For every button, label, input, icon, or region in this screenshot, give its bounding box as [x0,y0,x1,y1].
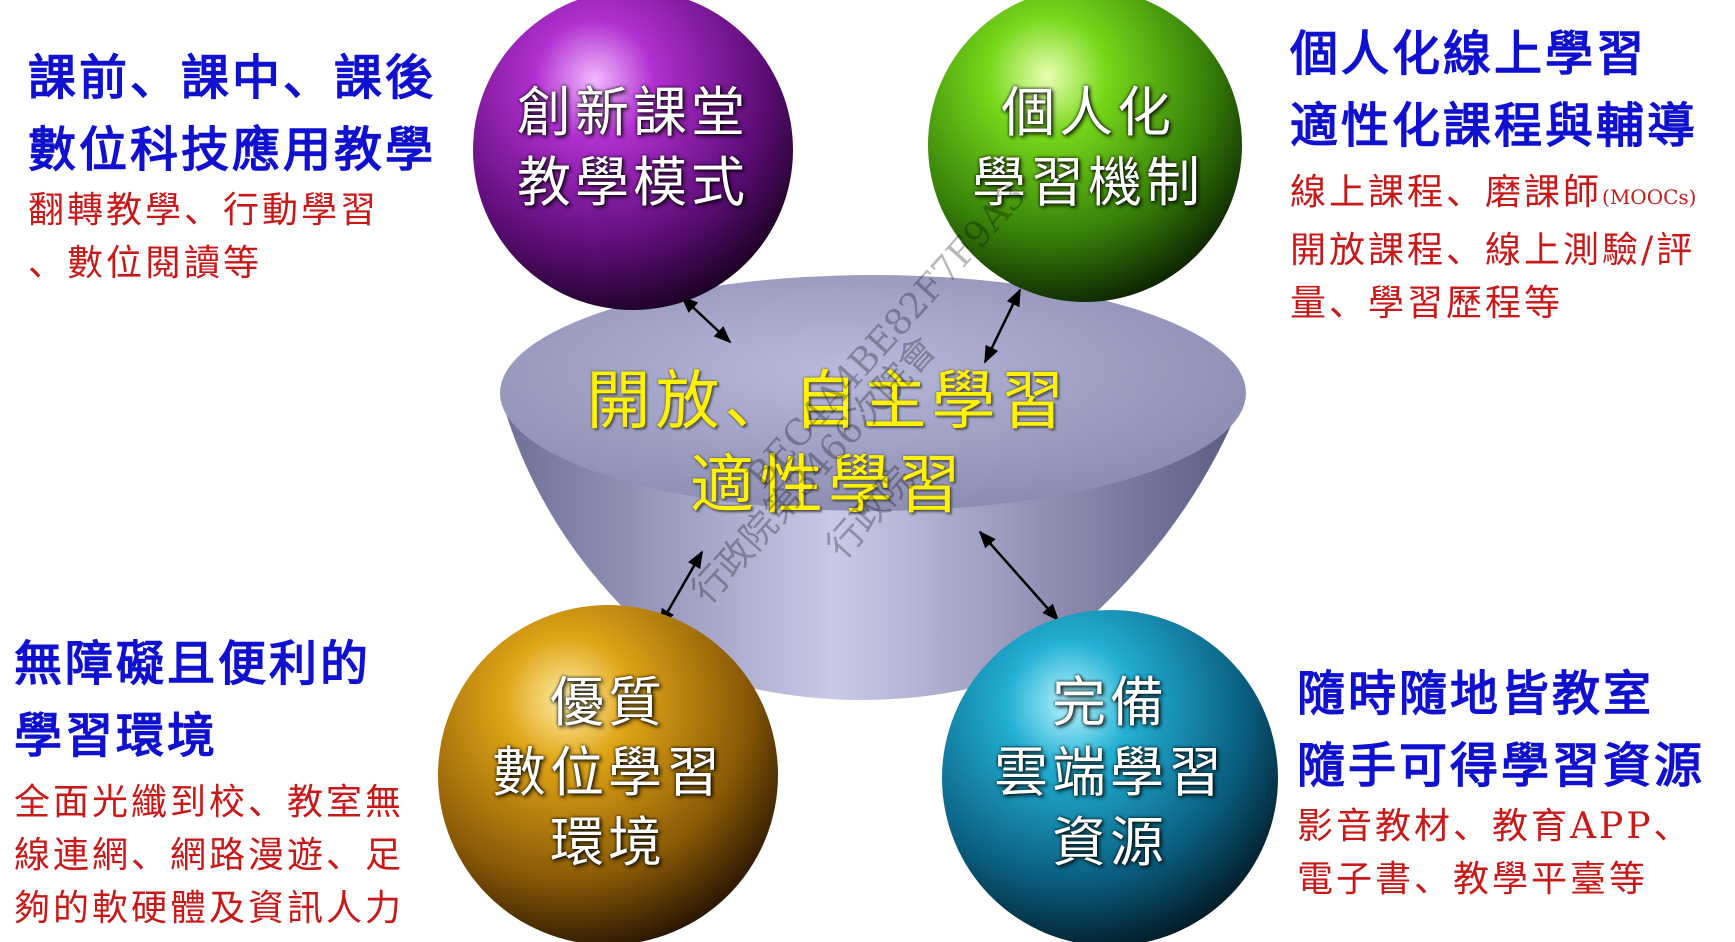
quality-environment-line3: 環境 [550,811,666,874]
bottom-left-heading-line1: 無障礙且便利的 [14,636,372,692]
top-left-detail-line2: 、數位閱讀等 [28,243,263,284]
top-right-heading-line2: 適性化課程與輔導 [1290,98,1699,154]
top-left-heading-line2: 數位科技應用教學 [28,122,437,178]
cloud-resources-line3: 資源 [1052,811,1168,874]
top-right-heading-line1: 個人化線上學習 [1290,26,1648,82]
center-label: 開放、自主學習 適性學習 [568,360,1088,528]
top-left-heading-line1: 課前、課中、課後 [28,50,437,106]
cloud-resources-line1: 完備 [1052,671,1168,734]
bottom-right-detail-line2: 電子書、教學平臺等 [1297,859,1649,900]
top-left-heading: 課前、課中、課後 數位科技應用教學 [28,42,436,186]
top-right-heading: 個人化線上學習 適性化課程與輔導 [1290,18,1698,162]
bottom-left-detail: 全面光纖到校、教室無 線連網、網路漫遊、足 夠的軟硬體及資訊人力 [14,776,404,935]
arrow-cloud-resources [978,530,1060,622]
quality-environment-line2: 數位學習 [492,741,724,804]
personalized-line2: 學習機制 [972,151,1204,214]
top-right-detail-line3: 量、學習歷程等 [1290,283,1564,324]
bottom-left-heading: 無障礙且便利的 學習環境 [14,628,371,772]
sphere-quality-environment [438,605,778,942]
personalized-label: 個人化 學習機制 [958,78,1218,218]
bottom-right-heading-line1: 隨時隨地皆教室 [1297,666,1655,722]
bottom-right-detail: 影音教材、教育APP、 電子書、教學平臺等 [1297,800,1692,906]
personalized-line1: 個人化 [1001,81,1175,144]
quality-environment-line1: 優質 [550,671,666,734]
bottom-left-detail-line3: 夠的軟硬體及資訊人力 [14,888,405,929]
arrow-quality-environment [658,550,704,627]
cloud-resources-label: 完備 雲端學習 資源 [978,668,1242,878]
bottom-right-heading: 隨時隨地皆教室 隨手可得學習資源 [1297,658,1705,802]
arrow-personalized [983,288,1022,364]
arrow-innovative [680,295,732,344]
center-line2: 適性學習 [690,449,966,523]
sphere-cloud-resources [942,610,1278,942]
bottom-left-detail-line1: 全面光纖到校、教室無 [14,782,405,823]
bottom-left-detail-line2: 線連網、網路漫遊、足 [14,835,405,876]
top-left-detail-line1: 翻轉教學、行動學習 [28,190,380,231]
innovative-classroom-line1: 創新課堂 [517,81,749,144]
top-left-detail: 翻轉教學、行動學習 、數位閱讀等 [28,184,379,290]
top-right-detail-line1: 線上課程、磨課師(MOOCs) [1290,166,1696,224]
cloud-resources-line2: 雲端學習 [994,741,1226,804]
sphere-innovative-classroom [473,0,793,310]
bottom-left-heading-line2: 學習環境 [14,708,219,764]
innovative-classroom-label: 創新課堂 教學模式 [508,78,758,218]
top-right-detail: 線上課程、磨課師(MOOCs) 開放課程、線上測驗/評 量、學習歷程等 [1290,166,1696,330]
sphere-personalized [928,0,1242,302]
moocs-note: (MOOCs) [1602,185,1697,209]
center-line1: 開放、自主學習 [586,365,1070,439]
top-right-detail-line2: 開放課程、線上測驗/評 [1290,230,1696,271]
quality-environment-label: 優質 數位學習 環境 [478,668,738,878]
top-right-detail-line1-main: 線上課程、磨課師 [1290,172,1603,213]
innovative-classroom-line2: 教學模式 [517,151,749,214]
bottom-right-detail-line1: 影音教材、教育APP、 [1297,806,1693,847]
bottom-right-heading-line2: 隨手可得學習資源 [1297,738,1706,794]
